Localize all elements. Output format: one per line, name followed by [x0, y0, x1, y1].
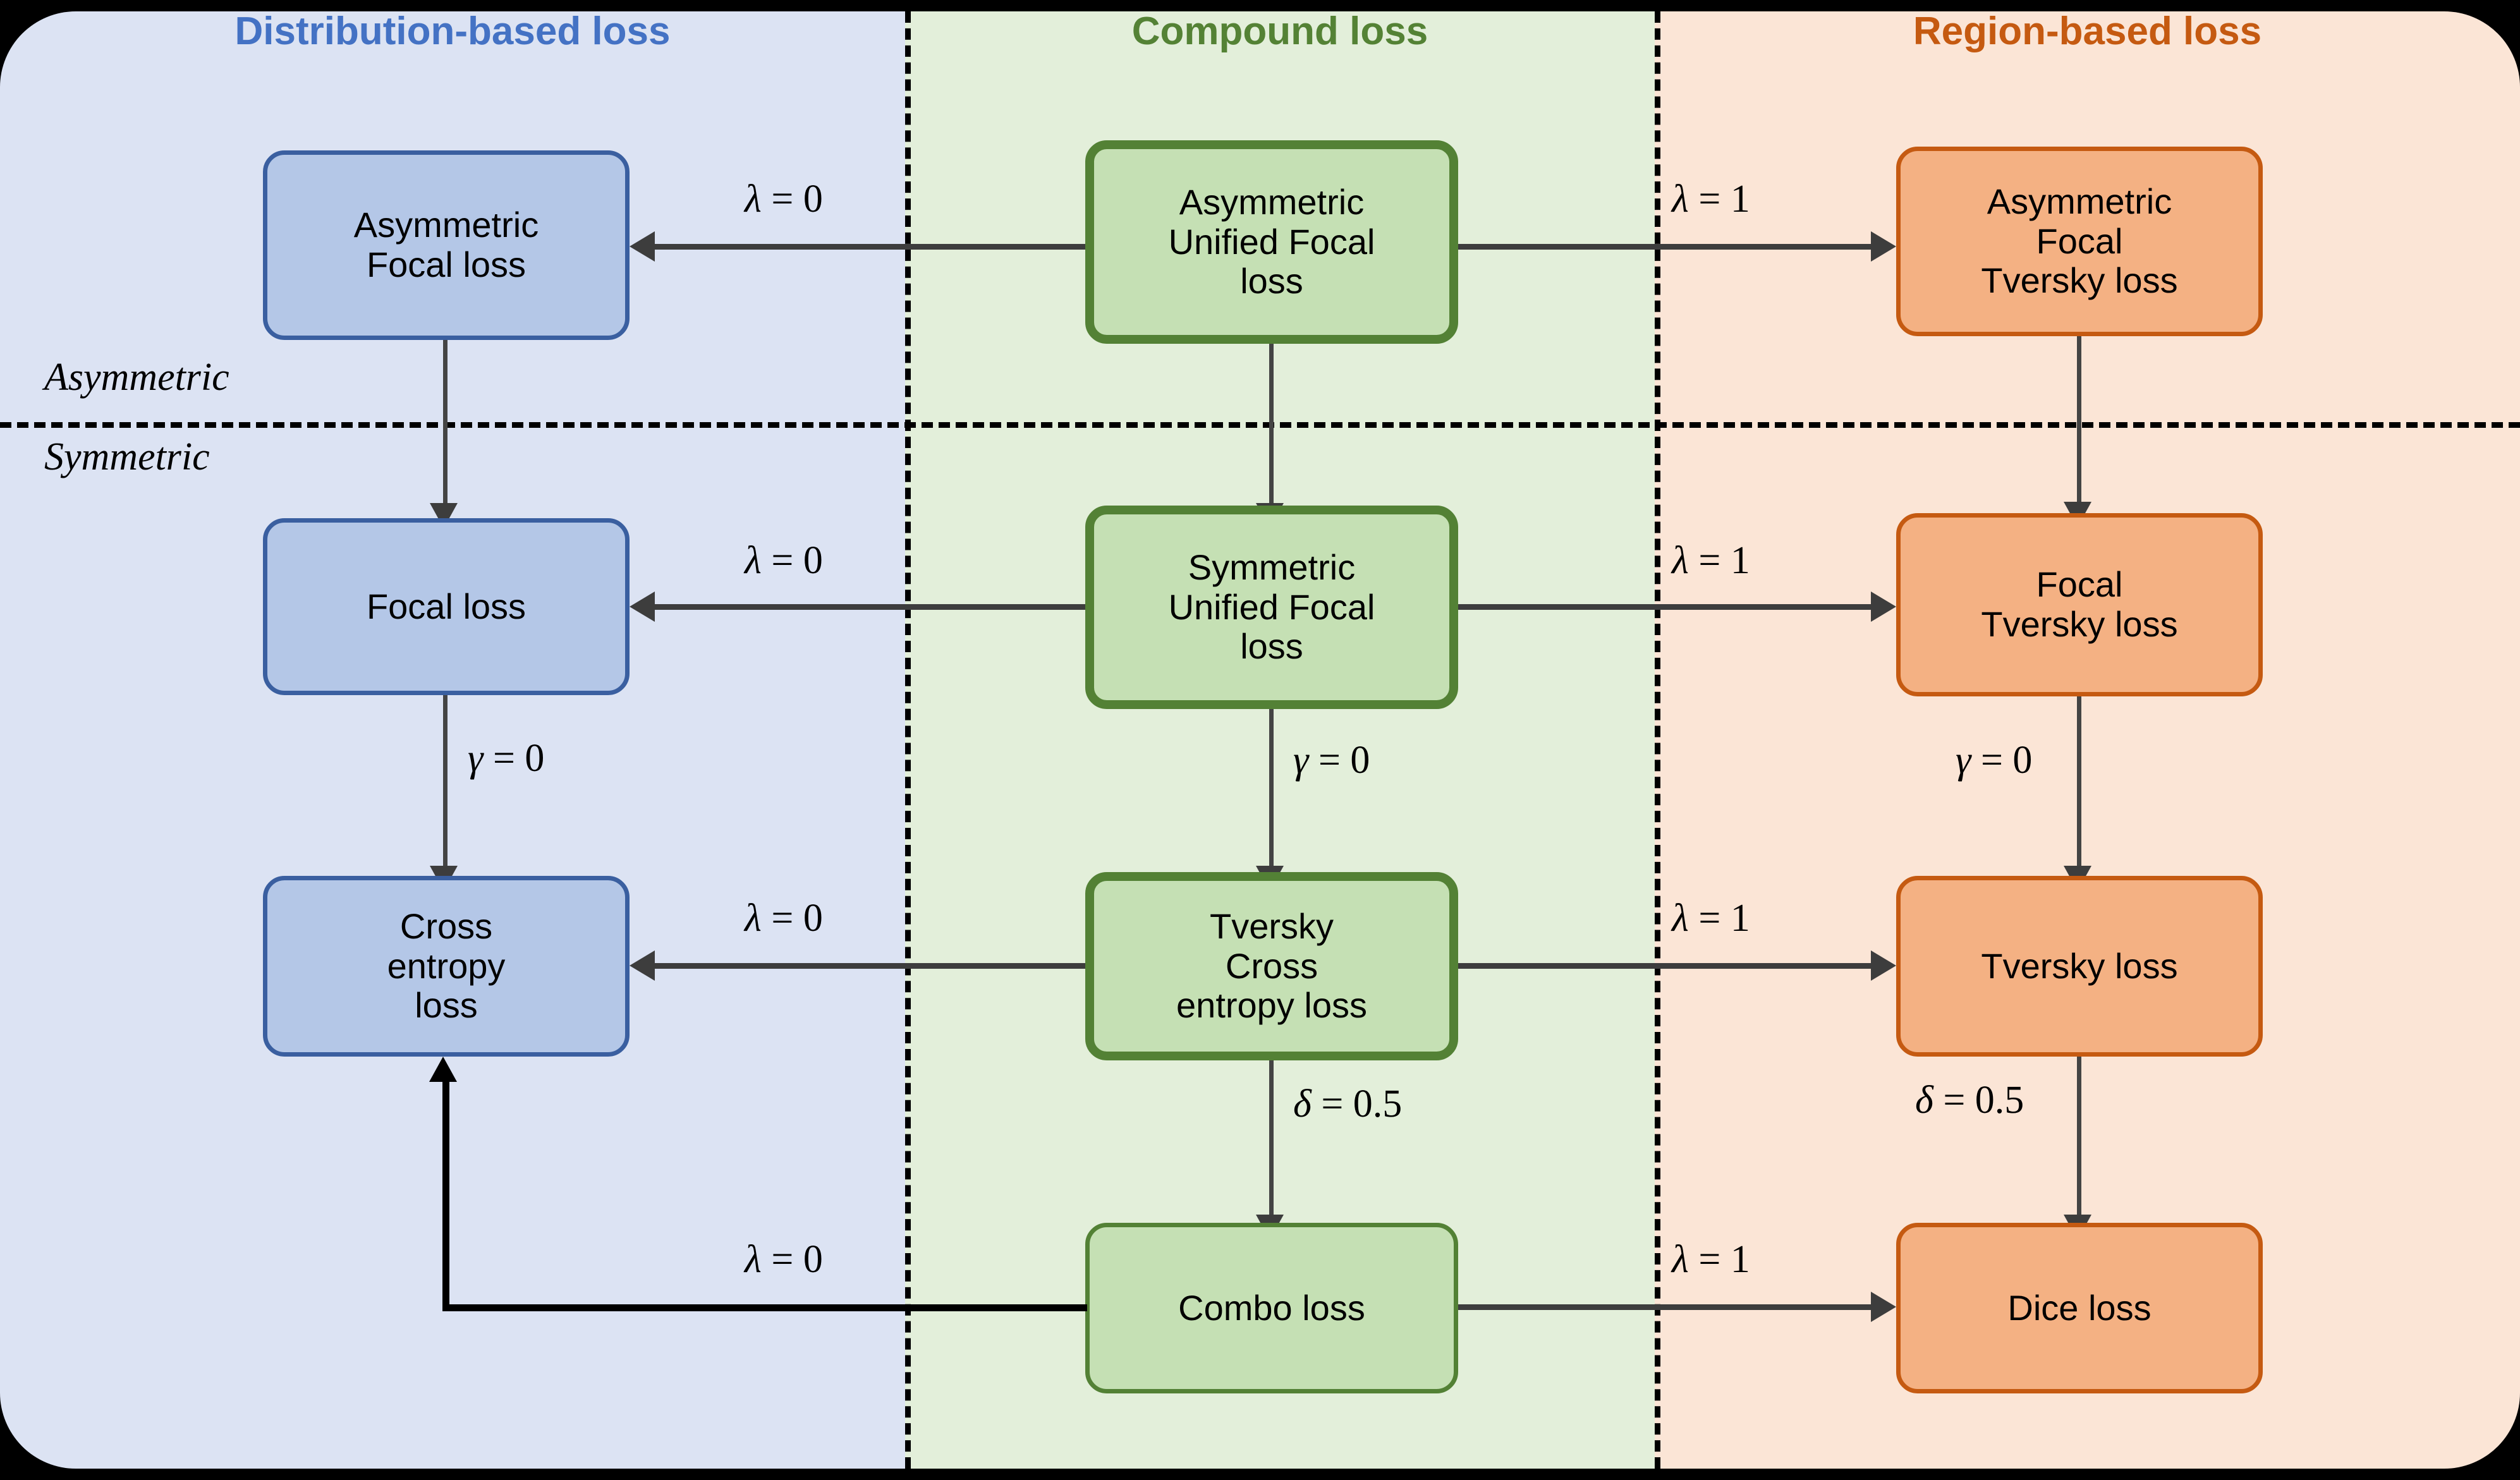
- node-line: Tversky loss: [1981, 604, 2178, 644]
- node-line: Unified Focal: [1168, 586, 1375, 627]
- edge-label-delta-05-right: δ = 0.5: [1915, 1079, 2024, 1122]
- node-tversky-loss[interactable]: Tversky loss: [1896, 876, 2263, 1057]
- edge-label-lambda-0-row2: λ = 0: [745, 539, 823, 582]
- edge-combo-to-ce-horizontal: [442, 1304, 1087, 1311]
- node-asymmetric-focal-loss[interactable]: Asymmetric Focal loss: [263, 150, 630, 340]
- edge-tversky-to-dice: [2077, 1057, 2081, 1218]
- edge-combo-to-dice: [1458, 1304, 1871, 1310]
- edge-label-lambda-0-row1: λ = 0: [745, 178, 823, 221]
- edge-label-delta-05-mid: δ = 0.5: [1293, 1083, 1403, 1125]
- node-line: Symmetric: [1188, 547, 1356, 587]
- edge-label-lambda-1-row1: λ = 1: [1672, 178, 1750, 221]
- edge-label-lambda-0-row4: λ = 0: [745, 1238, 823, 1281]
- node-cross-entropy-loss[interactable]: Cross entropy loss: [263, 876, 630, 1057]
- node-line: Combo loss: [1178, 1287, 1365, 1328]
- node-line: entropy loss: [1176, 985, 1367, 1026]
- arrowhead-left: [630, 950, 655, 981]
- edge-aftl-to-ftl: [2077, 336, 2081, 506]
- arrowhead-up: [429, 1057, 457, 1082]
- edge-label-lambda-1-row4: λ = 1: [1672, 1238, 1750, 1281]
- column-title-compound: Compound loss: [1131, 9, 1428, 53]
- node-symmetric-unified-focal-loss[interactable]: Symmetric Unified Focal loss: [1085, 506, 1458, 709]
- edge-tce-to-combo: [1269, 1060, 1274, 1218]
- edge-label-gamma-0-mid: γ = 0: [1293, 739, 1370, 782]
- node-line: Dice loss: [2007, 1287, 2152, 1328]
- node-line: Asymmetric: [1179, 181, 1365, 222]
- arrowhead-left: [630, 591, 655, 622]
- node-asymmetric-unified-focal-loss[interactable]: Asymmetric Unified Focal loss: [1085, 140, 1458, 344]
- node-line: Unified Focal: [1168, 221, 1375, 262]
- edge-tce-to-ce: [655, 963, 1085, 969]
- node-line: Cross: [1225, 945, 1318, 986]
- node-tversky-cross-entropy-loss[interactable]: Tversky Cross entropy loss: [1085, 872, 1458, 1060]
- vertical-divider-right: [1655, 11, 1660, 1469]
- node-line: loss: [1240, 626, 1303, 667]
- arrowhead-right: [1871, 1292, 1896, 1322]
- edge-aufl-to-aftl: [1458, 244, 1871, 250]
- edge-sufl-to-fl: [655, 604, 1085, 610]
- node-line: entropy: [387, 945, 506, 986]
- node-line: Asymmetric: [353, 205, 539, 245]
- column-title-region-based: Region-based loss: [1913, 9, 2262, 53]
- arrowhead-left: [630, 231, 655, 262]
- edge-tce-to-tversky: [1458, 963, 1871, 969]
- node-focal-tversky-loss[interactable]: Focal Tversky loss: [1896, 513, 2263, 696]
- column-title-distribution-based: Distribution-based loss: [234, 9, 671, 53]
- label-symmetric: Symmetric: [44, 435, 210, 478]
- horizontal-divider-symmetry: [0, 422, 2520, 428]
- vertical-divider-left: [905, 11, 911, 1469]
- label-asymmetric: Asymmetric: [44, 356, 229, 399]
- arrowhead-right: [1871, 591, 1896, 622]
- edge-fl-to-ce: [443, 695, 447, 870]
- edge-afl-to-fl: [443, 340, 447, 507]
- node-dice-loss[interactable]: Dice loss: [1896, 1223, 2263, 1393]
- edge-aufl-to-sufl: [1269, 344, 1274, 507]
- node-line: Cross: [399, 906, 493, 946]
- node-line: Focal loss: [366, 586, 527, 626]
- edge-label-lambda-1-row3: λ = 1: [1672, 897, 1750, 940]
- node-line: loss: [1240, 261, 1303, 301]
- node-combo-loss[interactable]: Combo loss: [1085, 1223, 1458, 1393]
- edge-ftl-to-tversky: [2077, 696, 2081, 870]
- node-asymmetric-focal-tversky-loss[interactable]: Asymmetric Focal Tversky loss: [1896, 147, 2263, 336]
- arrowhead-right: [1871, 231, 1896, 262]
- edge-sufl-to-ftl: [1458, 604, 1871, 610]
- edge-aufl-to-afl: [655, 244, 1085, 250]
- node-line: Focal: [2036, 221, 2123, 261]
- node-line: Focal: [2036, 564, 2123, 605]
- node-focal-loss[interactable]: Focal loss: [263, 518, 630, 695]
- node-line: Tversky loss: [1981, 945, 2178, 986]
- edge-label-gamma-0-right: γ = 0: [1956, 739, 2033, 782]
- edge-combo-to-ce-vertical: [442, 1082, 449, 1308]
- node-line: Tversky loss: [1981, 260, 2178, 301]
- edge-sufl-to-tce: [1269, 709, 1274, 870]
- node-line: Tversky: [1210, 906, 1334, 946]
- arrowhead-right: [1871, 950, 1896, 981]
- edge-label-gamma-0-left: γ = 0: [468, 737, 545, 780]
- node-line: Focal loss: [366, 245, 527, 284]
- edge-label-lambda-1-row2: λ = 1: [1672, 539, 1750, 582]
- edge-label-lambda-0-row3: λ = 0: [745, 897, 823, 940]
- node-line: loss: [415, 985, 478, 1026]
- node-line: Asymmetric: [1987, 181, 2172, 221]
